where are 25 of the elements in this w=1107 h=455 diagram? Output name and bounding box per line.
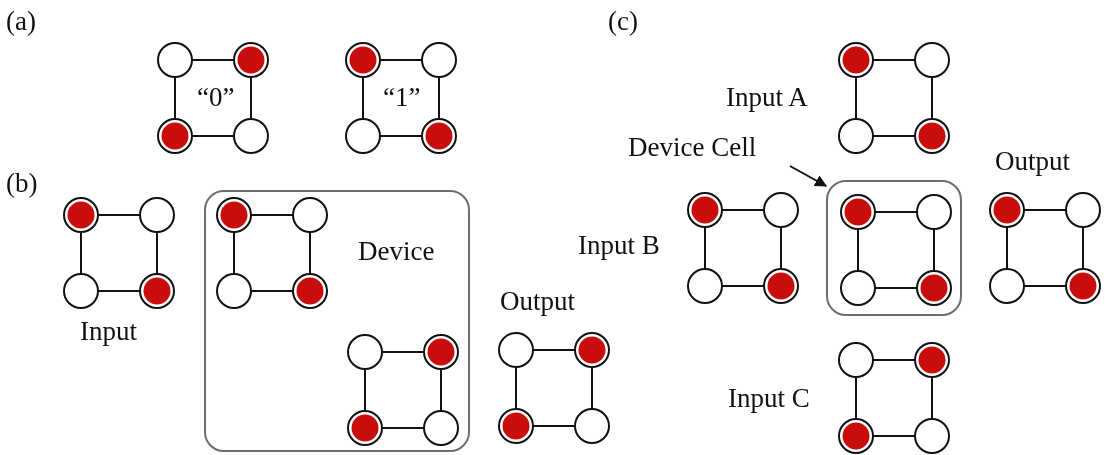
device-frame [826,180,962,316]
qca-cell-drawing [345,332,461,448]
cell-label: “1” [383,84,421,111]
qca-cell-drawing [214,195,330,311]
qca-cell-drawing [836,340,952,455]
device-frame [204,190,470,452]
cell-caption: Output [500,288,575,315]
qca-cell-drawing [685,190,801,306]
cell-label: “0” [197,84,235,111]
device-label: Device [358,238,435,265]
panel-label: (c) [608,8,638,35]
leader-arrow [789,165,828,187]
cell-caption: Input B [578,232,660,259]
cell-caption: Input [80,318,137,345]
cell-caption: Output [995,148,1070,175]
panel-label: (b) [6,170,38,197]
cell-caption: Input A [726,84,808,111]
callout-text: Device Cell [628,134,757,161]
qca-cell-drawing [61,195,177,311]
qca-cell-drawing [836,40,952,156]
cell-caption: Input C [728,385,810,412]
qca-cell-drawing [987,190,1103,306]
qca-cell-drawing [838,192,954,308]
panel-label: (a) [6,8,36,35]
qca-cell-drawing [496,330,612,446]
